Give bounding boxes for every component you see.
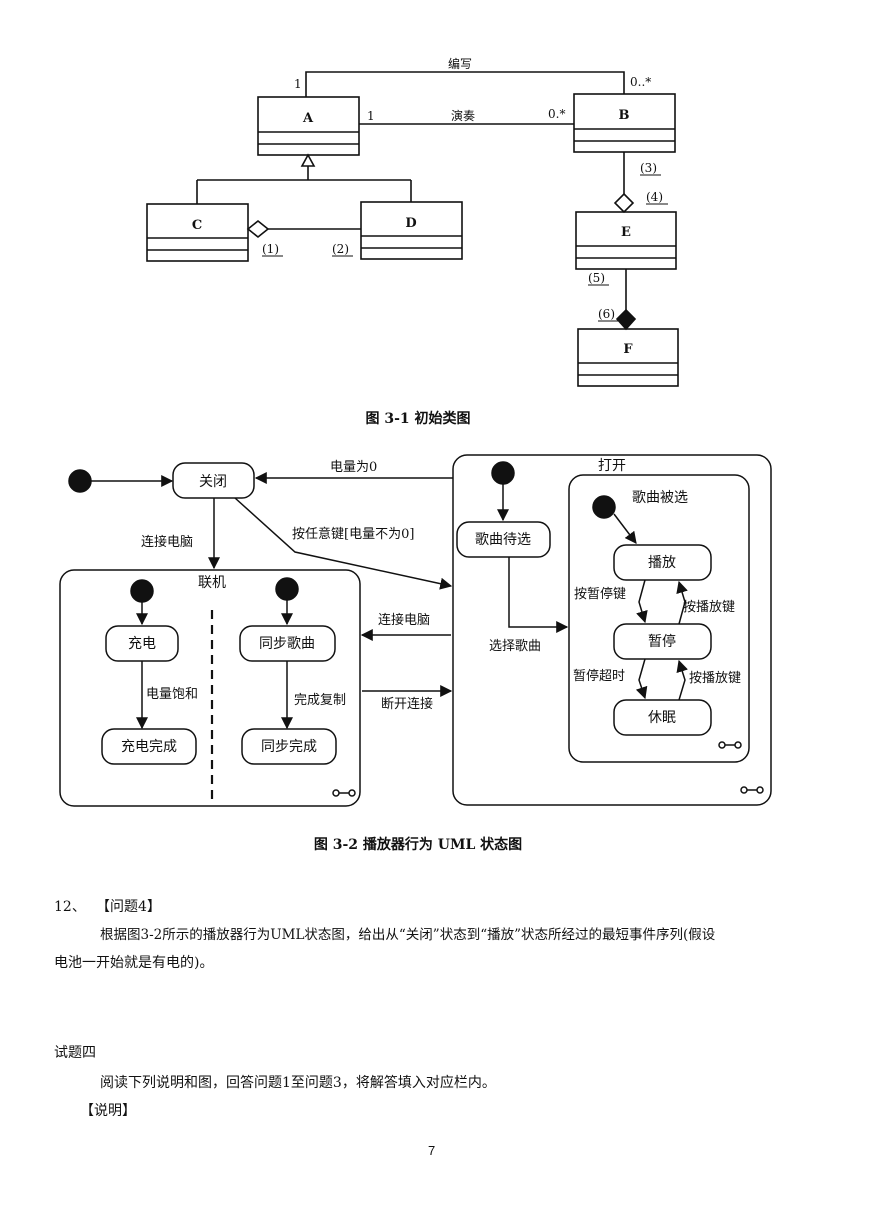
blank-1: (1) [262, 242, 279, 256]
assoc-write-a-mult: 1 [294, 77, 302, 91]
transition-connect-pc: 连接电脑 [141, 534, 193, 550]
transition-select-song: 选择歌曲 [489, 639, 541, 654]
state-sleep-label: 休眠 [648, 710, 676, 726]
state-paused [613, 623, 712, 660]
assoc-play-label: 演奏 [451, 108, 475, 123]
assoc-write-label: 编写 [448, 56, 472, 71]
class-c-name: C [192, 218, 202, 233]
assoc-write-line [305, 71, 625, 97]
state-selected-label: 歌曲被选 [632, 490, 688, 506]
section-intro: 阅读下列说明和图，回答问题1至问题3，将解答填入对应栏内。 [100, 1075, 496, 1091]
class-f [577, 328, 679, 387]
question-body-line-1: 根据图3-2所示的播放器行为UML状态图，给出从“关闭”状态到“播放”状态所经过… [100, 927, 716, 943]
state-paused-label: 暂停 [648, 633, 676, 650]
section-note: 【说明】 [80, 1103, 136, 1119]
state-open [452, 454, 772, 806]
section-title: 试题四 [54, 1045, 96, 1061]
generalization [196, 153, 412, 204]
blank-2: (2) [332, 242, 349, 256]
transition-copy-done: 完成复制 [294, 693, 346, 708]
initial-node [68, 469, 92, 493]
composite-icon [332, 789, 356, 797]
state-charging-label: 充电 [128, 636, 156, 652]
transition-press-play-2: 按播放键 [689, 671, 741, 686]
transition-press-pause: 按暂停键 [574, 586, 626, 602]
blank-6: (6) [598, 307, 615, 321]
state-syncing-label: 同步歌曲 [259, 636, 315, 652]
transition-battery-full: 电量饱和 [146, 687, 198, 702]
transition-press-play: 按播放键 [683, 600, 735, 615]
class-diagram [146, 71, 679, 387]
class-b-name: B [619, 108, 630, 123]
assoc-play-b-mult: 0.* [548, 107, 565, 121]
question-body-line-2: 电池一开始就是有电的)。 [54, 955, 214, 971]
aggregation-b-e [613, 152, 635, 214]
class-c [146, 203, 249, 262]
transition-pause-timeout: 暂停超时 [573, 668, 625, 684]
state-waiting [456, 521, 551, 558]
page-number: 7 [428, 1143, 436, 1158]
state-closed-label: 关闭 [199, 474, 227, 490]
blank-3: (3) [640, 161, 657, 175]
state-sleep [613, 699, 712, 736]
assoc-play-a-mult: 1 [367, 109, 375, 123]
state-sync-done [241, 728, 337, 765]
class-d-name: D [405, 216, 416, 231]
class-e [575, 211, 677, 270]
class-e-name: E [621, 225, 631, 240]
figure-caption-3-2: 图 3-2 播放器行为 UML 状态图 [314, 836, 522, 853]
question-title: 【问题4】 [96, 899, 161, 915]
state-charge-done [101, 728, 197, 765]
state-connected [59, 569, 361, 807]
state-connected-label: 联机 [198, 575, 226, 591]
transition-disconnect: 断开连接 [381, 696, 433, 712]
figure-caption-3-1: 图 3-1 初始类图 [365, 410, 470, 427]
state-charge-done-label: 充电完成 [121, 739, 177, 755]
transition-power-zero: 电量为0 [330, 460, 377, 475]
composition-e-f [615, 269, 637, 331]
composite-icon [718, 741, 764, 794]
state-waiting-label: 歌曲待选 [475, 532, 531, 548]
state-playing [613, 544, 712, 581]
transition-any-key: 按任意键[电量不为0] [292, 526, 414, 542]
aggregation-c-d [246, 219, 361, 239]
state-sync-done-label: 同步完成 [261, 739, 317, 755]
state-open-label: 打开 [598, 457, 626, 474]
blank-4: (4) [646, 190, 663, 204]
state-selected [568, 474, 750, 763]
state-playing-label: 播放 [648, 555, 676, 571]
state-diagram [59, 454, 772, 807]
blank-5: (5) [588, 271, 605, 285]
assoc-write-b-mult: 0..* [630, 75, 651, 89]
question-number: 12、 [54, 899, 86, 915]
transition-connect-pc-2: 连接电脑 [378, 612, 430, 628]
class-a [257, 96, 360, 156]
class-f-name: F [623, 342, 633, 357]
class-b [573, 93, 676, 153]
class-a-name: A [302, 111, 314, 126]
